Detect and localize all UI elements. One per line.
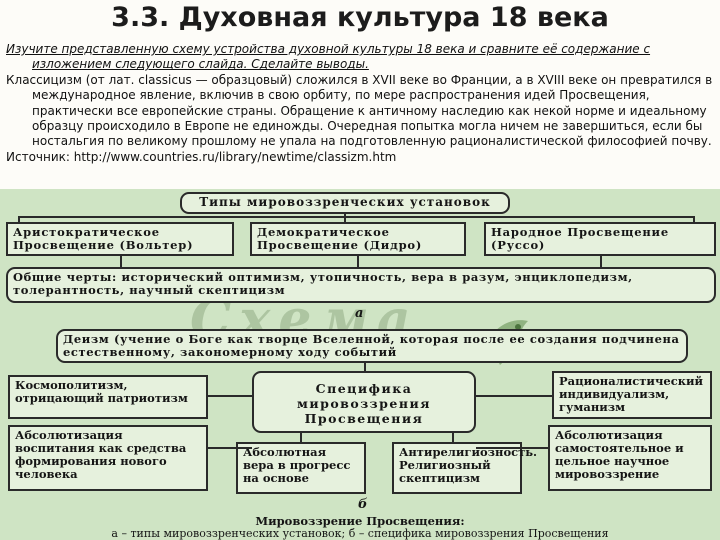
- scheme-image: Схема Типы мировоззренческих установок А…: [0, 189, 720, 540]
- left-box-cosmopolitanism: Космополитизм, отрицающий патриотизм: [8, 375, 208, 419]
- classicism-text: Классицизм (от лат. classicus — образцов…: [6, 72, 713, 149]
- connector-line: [476, 447, 548, 449]
- center-line-1: Специфика: [315, 381, 413, 396]
- connector-line: [344, 216, 346, 222]
- connector-line: [18, 216, 20, 222]
- type-box-aristocratic: Аристократическое Просвещение (Вольтер): [6, 222, 234, 256]
- type-box-democratic: Демократическое Просвещение (Дидро): [250, 222, 466, 256]
- left-box-upbringing: Абсолютизация воспитания как средства фо…: [8, 425, 208, 491]
- right-box-rationalism: Рационалистический индивидуализм, гумани…: [552, 371, 712, 419]
- source-text: Источник: http://www.countries.ru/librar…: [6, 149, 397, 164]
- connector-line: [693, 216, 695, 222]
- common-features-box: Общие черты: исторический оптимизм, утоп…: [6, 267, 716, 303]
- connector-line: [18, 216, 695, 218]
- connector-line: [300, 433, 302, 442]
- label-a: а: [355, 306, 364, 321]
- connector-line: [452, 433, 454, 442]
- center-line-2: мировоззрения: [296, 396, 432, 411]
- connector-line: [344, 213, 346, 218]
- deism-box: Деизм (учение о Боге как творце Вселенно…: [56, 329, 688, 363]
- connector-line: [208, 395, 252, 397]
- mid-box-progress: Абсолютная вера в прогресс на основе: [236, 442, 366, 494]
- intro-text: Изучите представленную схему устройства …: [6, 42, 714, 165]
- connector-line: [476, 395, 552, 397]
- label-b: б: [358, 497, 368, 512]
- center-box-specifics: Специфика мировоззрения Просвещения: [252, 371, 476, 433]
- connector-line: [357, 256, 359, 267]
- connector-line: [120, 256, 122, 267]
- scheme-top-box: Типы мировоззренческих установок: [180, 192, 510, 214]
- task-text: Изучите представленную схему устройства …: [6, 42, 651, 72]
- right-box-science: Абсолютизация самостоятельное и цельное …: [548, 425, 712, 491]
- caption-line-2: а – типы мировоззренческих установок; б …: [111, 527, 609, 540]
- caption-line-1: Мировоззрение Просвещения:: [255, 514, 465, 528]
- center-line-3: Просвещения: [304, 411, 424, 426]
- type-box-folk: Народное Просвещение (Руссо): [484, 222, 716, 256]
- connector-line: [208, 447, 252, 449]
- connector-line: [600, 256, 602, 267]
- page-title: 3.3. Духовная культура 18 века: [111, 2, 609, 33]
- connector-line: [364, 363, 366, 371]
- mid-box-antireligion: Антирелигиозность. Религиозный скептициз…: [392, 442, 537, 494]
